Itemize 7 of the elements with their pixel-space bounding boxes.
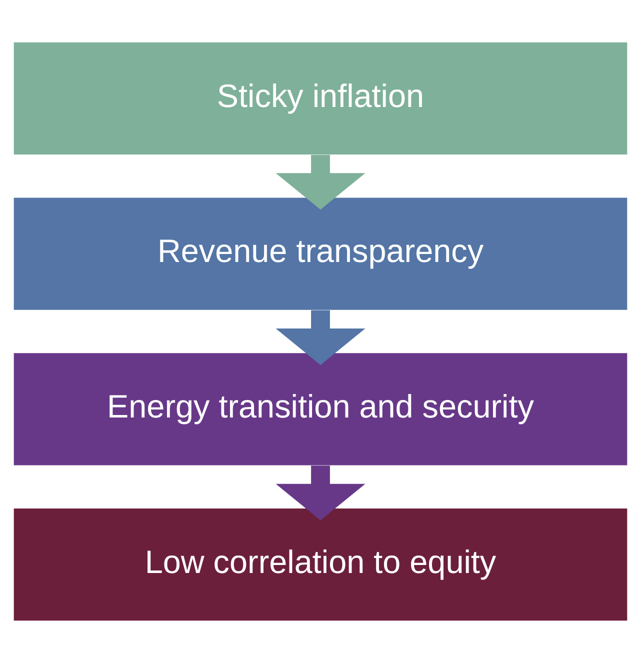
node-box: Low correlation to equity [14,508,628,621]
arrow [276,154,366,210]
arrow [276,466,366,520]
node-box: Energy transition and security [14,353,628,466]
node-box: Sticky inflation [14,42,628,155]
arrow [276,310,366,365]
node-box: Revenue transparency [14,198,628,310]
